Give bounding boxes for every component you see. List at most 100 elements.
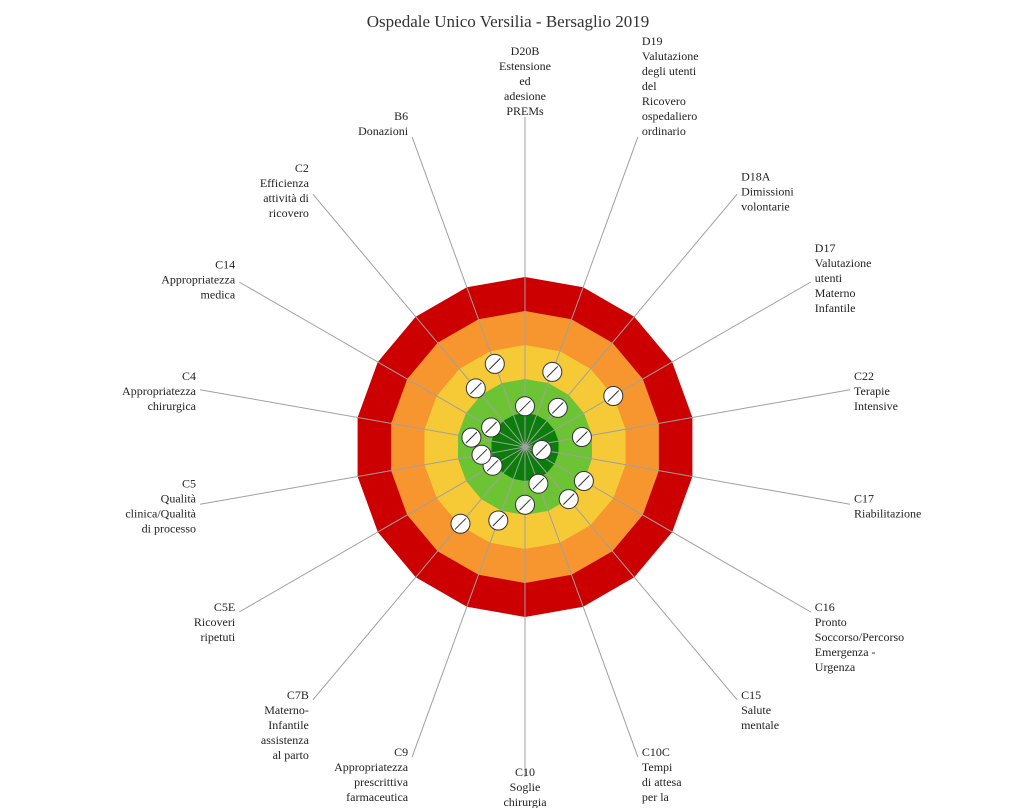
- marker-c14[interactable]: [481, 417, 502, 438]
- label-line: D18A: [741, 170, 771, 184]
- spokes: [199, 117, 851, 777]
- label-line: C22: [854, 369, 874, 383]
- marker-c2[interactable]: [465, 378, 486, 399]
- label-line: PREMs: [506, 104, 544, 118]
- marker-c5[interactable]: [471, 444, 492, 465]
- label-line: chirurgia: [503, 795, 547, 808]
- label-line: C2: [295, 161, 309, 175]
- label-line: del: [642, 79, 657, 93]
- label-line: Donazioni: [358, 124, 409, 138]
- label-line: D17: [815, 241, 836, 255]
- spoke-c9: [411, 446, 526, 758]
- marker-b6[interactable]: [484, 353, 505, 374]
- label-line: C10: [515, 765, 535, 779]
- label-line: attività di: [263, 191, 309, 205]
- label-line: C7B: [287, 688, 309, 702]
- label-line: C4: [182, 369, 196, 383]
- marker-c4[interactable]: [461, 427, 482, 448]
- label-line: Efficienza: [260, 176, 310, 190]
- label-line: prescrittiva: [354, 775, 409, 789]
- label-c10: C10Sogliechirurgiaoncologica/Performance…: [466, 765, 583, 808]
- label-line: Ricoveri: [194, 615, 236, 629]
- label-line: Appropriatezza: [122, 384, 197, 398]
- marker-c16[interactable]: [573, 471, 594, 491]
- spoke-d17: [524, 281, 812, 448]
- label-line: Infantile: [268, 718, 309, 732]
- label-line: Pronto: [815, 615, 847, 629]
- label-line: ripetuti: [201, 630, 236, 644]
- marker-c22[interactable]: [571, 427, 592, 447]
- label-line: chirurgia: [642, 805, 686, 808]
- label-line: Emergenza -: [815, 645, 876, 659]
- label-line: ricovero: [269, 206, 309, 220]
- page-title: Ospedale Unico Versilia - Bersaglio 2019: [366, 12, 650, 31]
- marker-c15[interactable]: [558, 489, 579, 510]
- spoke-c17: [524, 446, 851, 505]
- label-line: di processo: [142, 521, 196, 535]
- label-line: Valutazione: [642, 49, 699, 63]
- spoke-b6: [411, 136, 526, 448]
- spoke-c15: [524, 446, 738, 701]
- label-line: per la: [642, 790, 670, 804]
- label-line: Tempi: [642, 760, 673, 774]
- label-line: C16: [815, 600, 835, 614]
- label-line: al parto: [273, 748, 309, 762]
- label-line: Qualità: [161, 491, 197, 505]
- label-line: C15: [741, 688, 761, 702]
- label-line: Estensione: [499, 59, 551, 73]
- marker-d19[interactable]: [542, 361, 563, 382]
- marker-c9[interactable]: [488, 510, 509, 531]
- label-line: chirurgica: [148, 399, 197, 413]
- label-line: Intensive: [854, 399, 898, 413]
- label-line: Materno: [815, 286, 856, 300]
- marker-d18a[interactable]: [547, 397, 568, 418]
- label-line: medica: [201, 287, 236, 301]
- label-line: farmaceutica: [346, 790, 409, 804]
- label-line: C5E: [214, 600, 235, 614]
- marker-c10[interactable]: [515, 494, 535, 515]
- spoke-c7b: [312, 446, 526, 701]
- label-line: ordinario: [642, 124, 686, 138]
- marker-c10c[interactable]: [528, 473, 549, 494]
- label-line: B6: [394, 109, 408, 123]
- label-line: D20B: [511, 44, 540, 58]
- label-line: Riabilitazione: [854, 506, 921, 520]
- label-line: C14: [215, 257, 235, 271]
- label-line: clinica/Qualità: [125, 506, 196, 520]
- label-line: Appropriatezza: [334, 760, 409, 774]
- label-line: assistenza: [261, 733, 310, 747]
- marker-d17[interactable]: [603, 386, 624, 406]
- marker-c17[interactable]: [531, 440, 552, 460]
- label-line: Ricovero: [642, 94, 686, 108]
- marker-c7b[interactable]: [450, 513, 471, 534]
- label-line: Valutazione: [815, 256, 872, 270]
- label-line: ospedaliero: [642, 109, 697, 123]
- label-line: Dimissioni: [741, 185, 794, 199]
- label-line: Materno-: [264, 703, 309, 717]
- spoke-d19: [524, 136, 639, 448]
- spoke-c10c: [524, 446, 639, 758]
- marker-d20b[interactable]: [515, 396, 535, 417]
- label-line: degli utenti: [642, 64, 697, 78]
- label-line: Soglie: [510, 780, 541, 794]
- label-line: C9: [394, 745, 408, 759]
- label-line: Salute: [741, 703, 771, 717]
- spoke-c16: [524, 446, 812, 613]
- spoke-c2: [312, 193, 526, 448]
- label-line: C10C: [642, 745, 670, 759]
- label-line: C17: [854, 491, 874, 505]
- label-line: Terapie: [854, 384, 890, 398]
